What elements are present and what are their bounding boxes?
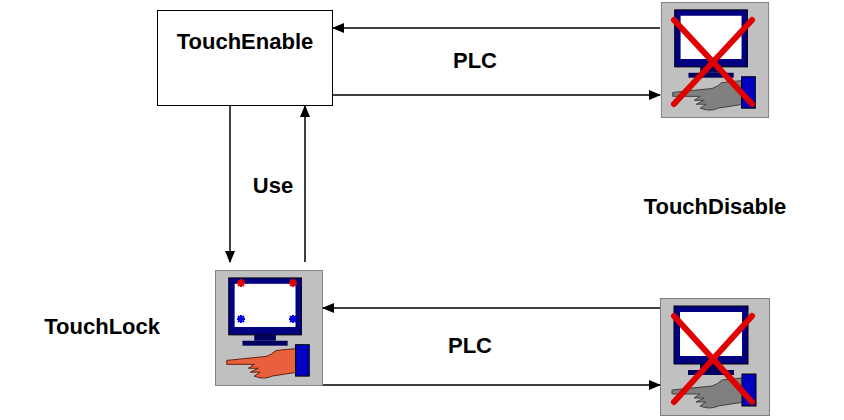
touch-lock-icon	[215, 271, 322, 386]
disabled-touch-icon	[661, 299, 770, 416]
state-label: TouchEnable	[177, 29, 314, 55]
transition-arrow	[323, 307, 660, 309]
state-label: TouchDisable	[644, 194, 787, 219]
state-box: TouchEnable	[157, 10, 333, 106]
transition-arrow	[333, 94, 660, 96]
transition-label: Use	[250, 173, 296, 199]
transition-arrow	[323, 384, 660, 386]
disabled-touch-icon	[661, 2, 768, 117]
state-icon	[660, 298, 770, 416]
transition-arrow	[304, 106, 306, 262]
transition-label: PLC	[450, 48, 500, 74]
label-holder: TouchDisable	[644, 194, 787, 220]
label-holder: TouchLock	[44, 314, 160, 340]
state-icon: TouchLock	[215, 262, 323, 394]
transition-arrow	[333, 27, 660, 29]
state-icon: TouchDisable	[660, 2, 770, 118]
transition-label: PLC	[445, 333, 495, 359]
transition-arrow	[229, 106, 231, 262]
state-label: TouchLock	[44, 314, 160, 339]
